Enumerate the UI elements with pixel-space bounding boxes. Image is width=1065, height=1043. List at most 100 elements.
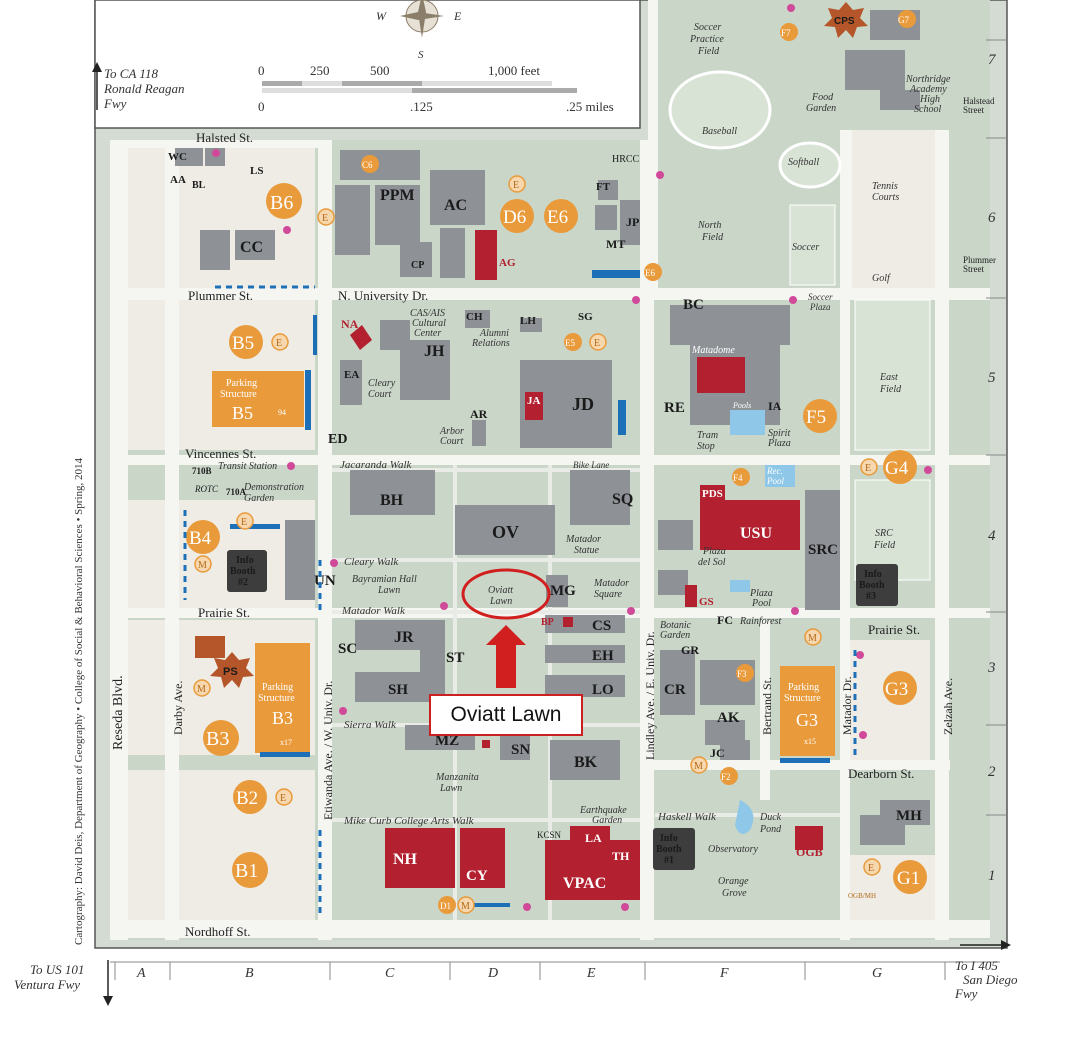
grid-lines: [110, 39, 1007, 980]
svg-text:Plaza: Plaza: [767, 438, 791, 449]
grid-row-7: 7: [988, 52, 997, 68]
lot-f2-small: F2: [720, 767, 738, 785]
bldg-lo: LO: [592, 682, 614, 698]
street-plummer-right-1: Plummer: [963, 255, 996, 265]
svg-text:Tram: Tram: [697, 430, 718, 441]
info-booth-1[interactable]: Info Booth #1: [653, 828, 695, 870]
lot-b6: B6: [266, 183, 302, 219]
svg-text:B2: B2: [236, 788, 258, 809]
svg-text:Softball: Softball: [788, 157, 819, 168]
svg-text:Rainforest: Rainforest: [739, 616, 782, 627]
svg-text:Transit Station: Transit Station: [218, 461, 277, 472]
bldg-ogb: OGB: [796, 845, 823, 859]
oviatt-lawn-highlight: [461, 568, 551, 620]
svg-text:E: E: [322, 213, 328, 224]
street-darby: Darby Ave.: [171, 681, 185, 735]
bldg-re: RE: [664, 400, 685, 416]
bldg-src: SRC: [808, 542, 838, 558]
info-booth-2[interactable]: Info Booth #2: [227, 550, 267, 592]
svg-text:Field: Field: [701, 232, 724, 243]
bus-stop-dots: [212, 4, 932, 911]
bldg-ak: AK: [717, 710, 740, 726]
svg-text:Cleary: Cleary: [368, 378, 396, 389]
svg-text:del Sol: del Sol: [698, 557, 726, 568]
svg-text:Oviatt: Oviatt: [488, 585, 513, 596]
bldg-wc: WC: [168, 151, 187, 163]
svg-text:F2: F2: [721, 772, 731, 782]
svg-text:E: E: [276, 338, 282, 349]
svg-text:SRC: SRC: [875, 528, 893, 539]
street-labels: Halsted St. Plummer St. N. University Dr…: [111, 96, 996, 939]
info-booth-3[interactable]: Info Booth #3: [856, 564, 898, 606]
bldg-bp: BP: [541, 617, 554, 628]
compass-rose-icon: W E S: [376, 0, 462, 61]
bldg-ar: AR: [470, 407, 488, 421]
cartography-credit: Cartography: David Deis, Department of G…: [73, 457, 85, 945]
svg-text:D1: D1: [440, 901, 451, 911]
svg-text:E5: E5: [565, 338, 575, 348]
cps-star-icon: CPS: [824, 2, 868, 38]
lot-g3: G3: [883, 671, 917, 705]
bldg-nh: NH: [393, 851, 418, 868]
bldg-hrcc: HRCC: [612, 154, 640, 165]
bldg-jc: JC: [710, 746, 725, 760]
parking-structure-labels: Parking Structure B5 94 Parking Structur…: [220, 378, 876, 900]
svg-text:M: M: [197, 684, 206, 695]
oviatt-lawn-callout: Oviatt Lawn: [429, 694, 583, 736]
svg-text:F7: F7: [781, 28, 791, 38]
svg-text:Stop: Stop: [697, 441, 715, 452]
legend-box: [94, 0, 641, 129]
svg-text:Cultural: Cultural: [412, 318, 446, 329]
svg-text:High: High: [919, 94, 940, 105]
svg-text:Golf: Golf: [872, 273, 891, 284]
svg-text:G1: G1: [897, 868, 920, 889]
svg-text:500: 500: [370, 63, 390, 78]
svg-text:East: East: [879, 372, 898, 383]
svg-text:B3: B3: [206, 728, 229, 750]
svg-text:Info: Info: [660, 833, 678, 844]
street-bertrand: Bertrand St.: [760, 677, 774, 735]
bldg-ov: OV: [492, 522, 519, 542]
svg-text:#3: #3: [866, 591, 876, 602]
bldg-ia: IA: [768, 399, 782, 413]
direction-bottom-left: To US 101 Ventura Fwy: [14, 962, 84, 992]
street-vincennes: Vincennes St.: [185, 446, 256, 461]
svg-text:B4: B4: [189, 528, 212, 549]
svg-text:E: E: [868, 863, 874, 874]
bldg-cs: CS: [592, 618, 611, 634]
grid-row-5: 5: [988, 370, 996, 386]
bldg-rotc: ROTC: [194, 484, 219, 494]
walk-haskell: Haskell Walk: [657, 811, 717, 823]
direction-north-arrow: [92, 62, 102, 110]
bldg-bk: BK: [574, 754, 598, 771]
bldg-th: TH: [612, 849, 630, 863]
bldg-710b: 710B: [192, 466, 212, 476]
compass-s: S: [418, 49, 424, 61]
svg-text:B1: B1: [235, 860, 258, 882]
svg-text:Lawn: Lawn: [489, 596, 512, 607]
parking-lot-markers[interactable]: B6 B5 B4 B3 B2 B1 D6 E6: [186, 183, 927, 894]
bldg-mz: MZ: [435, 733, 459, 749]
small-parking-markers[interactable]: C6 E6 E5 F4 F3 F2 F7 G7 D1: [361, 10, 916, 914]
bldg-eh: EH: [592, 648, 614, 664]
lot-c6-small: C6: [361, 155, 379, 173]
tennis-area: [850, 130, 940, 290]
bldg-st: ST: [446, 650, 464, 666]
direction-south-arrow: [103, 960, 113, 1006]
svg-text:Booth: Booth: [230, 566, 256, 577]
parking-structure-g3: [780, 666, 835, 756]
lot-f5: F5: [803, 399, 837, 433]
lot-b4: B4: [186, 520, 220, 554]
lot-f7-small: F7: [780, 23, 798, 41]
building-labels: WC AA BL LS CC PPM AC CP AG FT JP MT HRC…: [168, 151, 922, 892]
bldg-sn: SN: [511, 742, 530, 758]
svg-text:94: 94: [278, 408, 286, 417]
street-nordhoff: Nordhoff St.: [185, 924, 250, 939]
svg-text:E6: E6: [645, 268, 655, 278]
svg-text:Northridge: Northridge: [905, 74, 951, 85]
svg-text:Soccer: Soccer: [792, 242, 819, 253]
scale-bar: 0 250 500 1,000 feet 0 .125 .25 miles: [258, 63, 614, 114]
bldg-gr: GR: [681, 643, 699, 657]
direction-east-arrow: [960, 940, 1011, 950]
